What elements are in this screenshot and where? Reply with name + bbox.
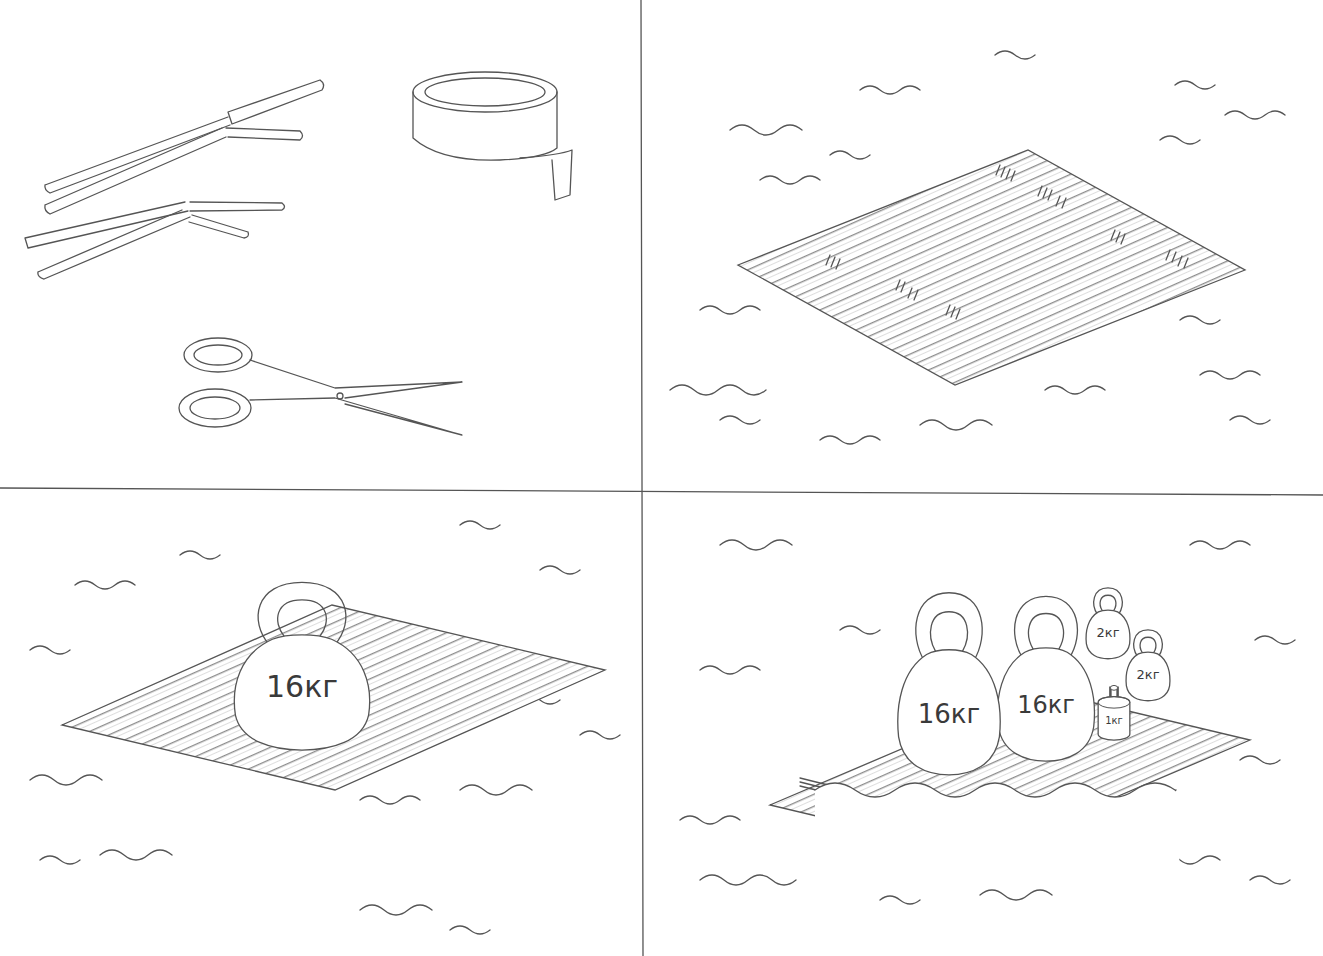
panel-divider bbox=[0, 488, 1323, 495]
kettlebell-outline bbox=[1084, 586, 1132, 660]
weight: 1кг bbox=[1096, 683, 1132, 741]
tape-tail bbox=[520, 150, 572, 200]
weight-label: 16кг bbox=[918, 700, 980, 729]
kettlebell: 2кг bbox=[1084, 586, 1132, 660]
tape-top bbox=[413, 72, 557, 112]
weight-label: 2кг bbox=[1097, 626, 1120, 640]
kettlebell-body bbox=[1086, 610, 1130, 659]
scissors-loop bbox=[194, 345, 242, 365]
kettlebell-outline bbox=[993, 592, 1099, 764]
tape-roll bbox=[413, 72, 572, 200]
kettlebell: 16кг bbox=[228, 578, 376, 753]
weight-top bbox=[1098, 697, 1130, 709]
kettlebell: 16кг bbox=[993, 592, 1099, 764]
weight-label: 16кг bbox=[1017, 692, 1075, 718]
kettlebell-outline bbox=[1124, 628, 1172, 702]
scissors bbox=[179, 338, 462, 435]
scissors-pivot bbox=[337, 393, 343, 399]
straw bbox=[38, 210, 190, 279]
kettlebell-body bbox=[998, 648, 1095, 761]
straw bbox=[190, 202, 285, 211]
kettlebell-body bbox=[1126, 652, 1170, 701]
scissors-loop bbox=[179, 389, 251, 427]
weight-knob-top bbox=[1110, 685, 1117, 690]
kettlebell-body bbox=[898, 650, 1000, 775]
kettlebell-outline bbox=[228, 578, 376, 753]
straw-raft bbox=[738, 150, 1245, 385]
scissors-blades bbox=[250, 360, 462, 435]
tape-hole bbox=[425, 78, 545, 106]
straw bbox=[45, 117, 230, 193]
water-line bbox=[815, 783, 1175, 797]
panel-divider bbox=[641, 0, 643, 956]
kettlebell: 16кг bbox=[893, 588, 1005, 778]
weight-label: 2кг bbox=[1137, 668, 1160, 682]
kettlebell: 2кг bbox=[1124, 628, 1172, 702]
straw bbox=[189, 215, 249, 238]
straw bbox=[25, 202, 188, 248]
scissors-loop bbox=[184, 338, 252, 372]
straw-raft bbox=[62, 605, 605, 790]
weight-outline bbox=[1096, 683, 1132, 741]
tape-strips bbox=[826, 165, 1188, 319]
straw bbox=[226, 128, 303, 140]
scissors-loop bbox=[190, 397, 240, 419]
straw bbox=[228, 80, 324, 124]
tape-side bbox=[413, 92, 557, 160]
weight-label: 1кг bbox=[1105, 715, 1123, 726]
straw bbox=[45, 128, 226, 214]
straws bbox=[25, 80, 324, 279]
weight-label: 16кг bbox=[266, 670, 338, 703]
waves bbox=[30, 51, 1295, 934]
weight-body bbox=[1098, 697, 1130, 741]
kettlebell-body bbox=[234, 635, 369, 750]
water-surface bbox=[815, 783, 1180, 870]
kettlebell-outline bbox=[893, 588, 1005, 778]
